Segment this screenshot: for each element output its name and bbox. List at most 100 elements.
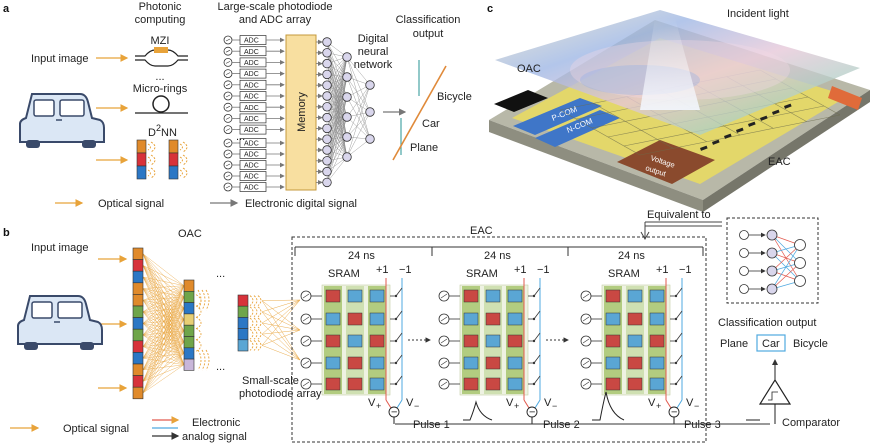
- sram-cell: [627, 334, 643, 348]
- sram-cell: [347, 356, 363, 370]
- vplus-label: V: [648, 397, 656, 409]
- eac-block: SRAM+1−1−V+V−: [580, 264, 699, 424]
- panel-a-label: a: [3, 3, 10, 15]
- classification-title-1: Classification: [396, 14, 461, 26]
- pcom-pad: [513, 98, 602, 135]
- pulse-3-label: Pulse 3: [684, 419, 721, 431]
- timing-2: 24 ns: [484, 250, 511, 262]
- eac-block: SRAM+1−1−V+V−: [300, 264, 431, 424]
- dnn-title-3: network: [354, 59, 393, 71]
- sram-cell: [347, 334, 363, 348]
- oac-layer1-cell: [132, 352, 144, 365]
- dnn-node: [342, 112, 352, 122]
- digital-neural-network: [316, 37, 375, 188]
- dnn-node: [342, 152, 352, 162]
- eac-block: SRAM+1−1−V+V−: [438, 264, 569, 424]
- sram-cell: [485, 334, 501, 348]
- equivalent-network-box: [726, 217, 819, 304]
- adc-label: ADC: [244, 94, 259, 101]
- adc-label: ADC: [244, 71, 259, 78]
- sram-cell: [627, 356, 643, 370]
- ellipsis-b1: ...: [216, 268, 225, 280]
- svg-text:−: −: [552, 401, 557, 411]
- d2nn-layer-cell: [168, 152, 179, 167]
- oac-layer3-cell: [237, 294, 249, 307]
- sram-cell: [507, 334, 523, 348]
- oac-layer2-cell: [183, 358, 195, 371]
- sram-cell: [325, 312, 341, 326]
- oac-layer3-cell: [237, 305, 249, 318]
- oac-label-c: OAC: [517, 63, 541, 75]
- oac-layer2-cell: [183, 336, 195, 349]
- dnn-node: [322, 102, 332, 112]
- pulse-1-shape: [463, 400, 493, 421]
- oac-layer1-cell: [132, 328, 144, 342]
- equivalent-to-arrow: [644, 221, 722, 238]
- sram-cell: [605, 356, 621, 370]
- sram-cell: [507, 377, 523, 391]
- photodiode-icon: [739, 230, 749, 240]
- out-class-bicycle: Bicycle: [793, 338, 828, 350]
- d2nn-layer-cell: [136, 139, 147, 154]
- sram-cell: [369, 289, 385, 303]
- vplus-label: V: [506, 397, 514, 409]
- sram-cell: [605, 334, 621, 348]
- dnn-node: [342, 72, 352, 82]
- adc-label: ADC: [244, 82, 259, 89]
- photodiode-title-1: Large-scale photodiode: [218, 1, 333, 13]
- svg-text:−: −: [529, 407, 535, 419]
- out-class-car-box: [756, 334, 786, 352]
- decision-boundary: [392, 60, 447, 161]
- voltage-output-pad: [617, 140, 715, 184]
- sram-label: SRAM: [466, 268, 498, 280]
- sram-cell: [463, 334, 479, 348]
- panel-c: c P-COM N-COM Voltage output Incident li…: [487, 3, 870, 212]
- classification-title-2: output: [413, 28, 444, 40]
- adc-label: ADC: [244, 127, 259, 134]
- plus-one-label: +1: [514, 264, 527, 276]
- dnn-node: [322, 91, 332, 101]
- oac-layer2-cell: [183, 279, 195, 292]
- sram-cell: [347, 289, 363, 303]
- d2nn-layer-cell: [136, 152, 147, 167]
- timing-3: 24 ns: [618, 250, 645, 262]
- adc-label: ADC: [244, 141, 259, 148]
- d2nn-layer-cell: [168, 139, 179, 154]
- oac-label-b: OAC: [178, 228, 202, 240]
- dnn-node: [342, 52, 352, 62]
- sram-cell: [325, 334, 341, 348]
- plus-one-label: +1: [656, 264, 669, 276]
- sram-cell: [325, 356, 341, 370]
- oac-layer1-cell: [132, 340, 144, 353]
- orange-pad: [828, 86, 862, 110]
- dnn-node: [342, 132, 352, 142]
- oac-layer3-cell: [237, 339, 249, 352]
- dnn-node: [322, 123, 332, 134]
- photodiode-icon: [739, 284, 749, 294]
- input-image-label-b: Input image: [31, 242, 88, 254]
- panel-b: b Input image OAC ... ... Small-scale ph…: [3, 209, 840, 443]
- sram-cell: [347, 312, 363, 326]
- equiv-input-node: [766, 283, 778, 295]
- comparator-label: Comparator: [782, 417, 840, 429]
- class-car: Car: [422, 118, 440, 130]
- d2nn-label-tail: NN: [161, 127, 177, 139]
- photodiode-title-2: and ADC array: [239, 14, 312, 26]
- equiv-input-node: [766, 229, 778, 241]
- sram-cell: [605, 377, 621, 391]
- eac-label-b: EAC: [470, 225, 493, 237]
- class-plane: Plane: [410, 142, 438, 154]
- dnn-node: [322, 145, 332, 155]
- dnn-node: [322, 58, 332, 69]
- dnn-node: [322, 112, 332, 123]
- oac-layer1-cell: [132, 282, 144, 295]
- d2nn-label-sup: 2: [156, 123, 161, 133]
- oac-layer2-cell: [183, 324, 195, 337]
- oac-layer1-cell: [132, 386, 144, 400]
- svg-text:−: −: [414, 401, 419, 411]
- d2nn-layer-cell: [136, 165, 147, 180]
- panel-b-label: b: [3, 227, 10, 239]
- black-pad: [494, 90, 548, 112]
- equiv-input-node: [766, 265, 778, 277]
